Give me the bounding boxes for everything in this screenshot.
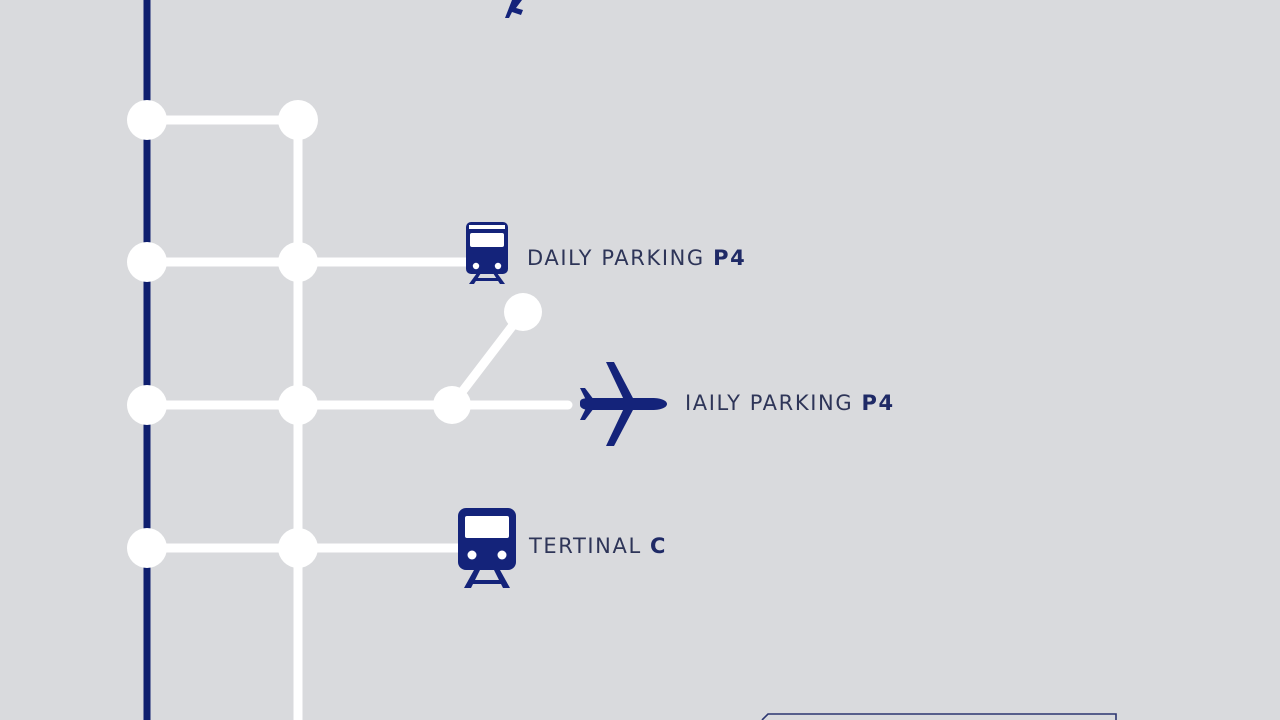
stop-label-text: DAILY PARKING — [527, 246, 705, 270]
train-icon — [466, 222, 508, 284]
airplane-icon-partial — [505, 0, 523, 18]
stop-label-terminal: TERTINAL C — [529, 536, 667, 557]
stop-label-code: P4 — [861, 391, 895, 415]
stop-label-daily-parking: DAILY PARKING P4 — [527, 248, 746, 269]
train-icon — [458, 508, 516, 588]
junction-node — [278, 100, 318, 140]
airplane-icon — [580, 362, 667, 446]
stop-label-code: C — [650, 534, 668, 558]
junction-node — [127, 385, 167, 425]
stop-label-text: IAILY PARKING — [685, 391, 854, 415]
panel-edge — [761, 713, 1117, 720]
junction-node — [433, 386, 471, 424]
junction-node — [127, 242, 167, 282]
junction-node — [127, 100, 167, 140]
junction-node — [278, 528, 318, 568]
diagonal-branch — [447, 307, 528, 410]
stop-label-code: P4 — [713, 246, 747, 270]
stop-label-text: TERTINAL — [529, 534, 642, 558]
junction-node — [127, 528, 167, 568]
junction-node — [278, 242, 318, 282]
junction-node — [504, 293, 542, 331]
junction-node — [278, 385, 318, 425]
stop-label-daily-parking-2: IAILY PARKING P4 — [685, 393, 895, 414]
